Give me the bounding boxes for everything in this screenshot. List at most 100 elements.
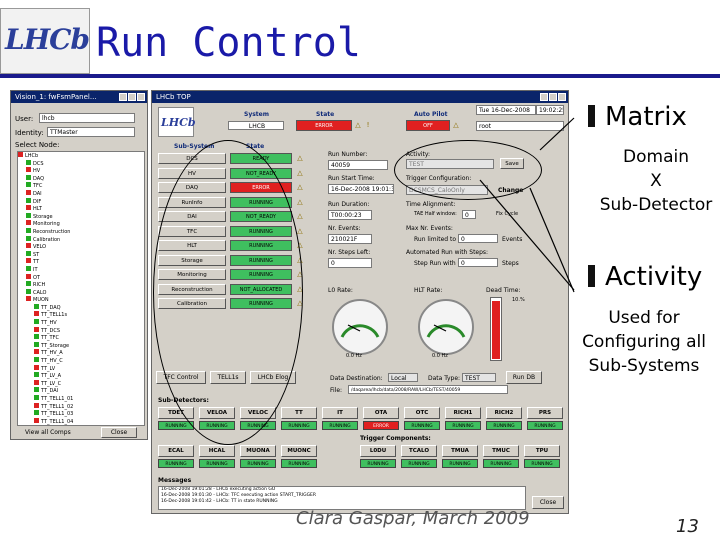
identity-field[interactable]: TTMaster (47, 127, 135, 137)
detector-button[interactable]: MUONC (281, 445, 317, 457)
detector-button[interactable]: MUONA (240, 445, 276, 457)
minimize-icon[interactable] (119, 93, 127, 101)
messages-log[interactable]: 16-Dec-2008 19:01:28 - LHCb executing ac… (158, 486, 526, 510)
run-limited-field[interactable]: 0 (458, 234, 498, 243)
detector-state[interactable]: RUNNING (404, 421, 440, 430)
maximize-icon[interactable] (549, 93, 557, 101)
detector-button[interactable]: TMUC (483, 445, 519, 457)
tree-node[interactable]: TFC (18, 182, 144, 190)
lock-icon[interactable]: △ (297, 226, 303, 235)
tree-node[interactable]: ST (18, 250, 144, 259)
close-icon[interactable] (137, 93, 145, 101)
tree-node[interactable]: DAI (18, 189, 144, 198)
maximize-icon[interactable] (128, 93, 136, 101)
tree-node[interactable]: TT_LV (18, 364, 144, 373)
tree-node[interactable]: DIF (18, 197, 144, 206)
tree-node[interactable]: TT_Storage (18, 341, 144, 350)
tree-node[interactable]: MUON (18, 296, 144, 304)
detector-button[interactable]: ECAL (158, 445, 194, 457)
fix-cycle-label[interactable]: Fix Cycle (496, 211, 519, 217)
tree-node[interactable]: TT_DAQ (18, 303, 144, 312)
tree-node[interactable]: TT_LV_C (18, 379, 144, 388)
tree-node[interactable]: CALO (18, 288, 144, 297)
tree-node[interactable]: HV (18, 167, 144, 175)
run-db-button[interactable]: Run DB (506, 371, 542, 384)
detector-button[interactable]: TMUA (442, 445, 478, 457)
lock-icon[interactable]: △ (453, 121, 459, 129)
step-run-field[interactable]: 0 (458, 258, 498, 267)
lhcb-state[interactable]: ERROR (296, 120, 352, 131)
lock-icon[interactable]: △ (297, 183, 303, 191)
tree-node[interactable]: TT_DAI (18, 387, 144, 395)
run-limited-label[interactable]: Run limited to (414, 236, 457, 243)
lock-icon[interactable]: △ (297, 168, 303, 177)
tree-node[interactable]: TT_HV_A (18, 349, 144, 357)
detector-state[interactable]: RUNNING (486, 421, 522, 430)
tree-node[interactable]: Calibration (18, 235, 144, 244)
detector-state[interactable]: RUNNING (442, 459, 478, 468)
detector-state[interactable]: RUNNING (158, 459, 194, 468)
lock-icon[interactable]: △ (297, 241, 303, 249)
detector-button[interactable]: OTC (404, 407, 440, 419)
detector-button[interactable]: OTA (363, 407, 399, 419)
detector-state[interactable]: RUNNING (281, 421, 317, 430)
tree-node[interactable]: TT_TELL1_03 (18, 410, 144, 418)
detector-state[interactable]: RUNNING (527, 421, 563, 430)
detector-state[interactable]: RUNNING (524, 459, 560, 468)
step-run-label[interactable]: Step Run with (414, 260, 456, 267)
view-all-comps-label[interactable]: View all Comps (25, 429, 71, 436)
detector-state[interactable]: RUNNING (240, 459, 276, 468)
tree-node[interactable]: TT_TELL1s (18, 311, 144, 319)
tree-node[interactable]: DCS (18, 159, 144, 168)
detector-state[interactable]: RUNNING (281, 459, 317, 468)
detector-state[interactable]: RUNNING (483, 459, 519, 468)
lock-icon[interactable]: △ (355, 121, 361, 129)
tree-node[interactable]: VELO (18, 243, 144, 251)
detector-button[interactable]: HCAL (199, 445, 235, 457)
tree-node[interactable]: Storage (18, 212, 144, 221)
detector-button[interactable]: IT (322, 407, 358, 419)
lock-icon[interactable]: △ (297, 197, 303, 206)
tree-node[interactable]: LHCb (18, 152, 144, 160)
tree-node[interactable]: IT (18, 265, 144, 274)
detector-button[interactable]: RICH1 (445, 407, 481, 419)
detector-button[interactable]: TCALO (401, 445, 437, 457)
minimize-icon[interactable] (540, 93, 548, 101)
detector-button[interactable]: RICH2 (486, 407, 522, 419)
tree-node[interactable]: Reconstruction (18, 227, 144, 236)
detector-state[interactable]: RUNNING (360, 459, 396, 468)
detector-state[interactable]: ERROR (363, 421, 399, 430)
tae-label[interactable]: TAE Half window: (414, 211, 457, 217)
tree-node[interactable]: TT_HV_C (18, 357, 144, 365)
detector-state[interactable]: RUNNING (401, 459, 437, 468)
detector-button[interactable]: TPU (524, 445, 560, 457)
auto-pilot-state[interactable]: OFF (406, 120, 450, 131)
user-field[interactable]: lhcb (39, 113, 135, 123)
lock-icon[interactable]: △ (297, 154, 303, 162)
tree-node[interactable]: TT_TFC (18, 334, 144, 342)
detector-state[interactable]: RUNNING (199, 459, 235, 468)
detector-state[interactable]: RUNNING (322, 421, 358, 430)
tree-node[interactable]: TT_TELL1_01 (18, 395, 144, 403)
panel-user-field[interactable]: root (476, 121, 564, 131)
data-type-field[interactable]: TEST (462, 373, 496, 382)
data-destination-field[interactable]: Local (388, 373, 418, 382)
tree-close-button[interactable]: Close (101, 427, 137, 438)
tree-node[interactable]: TT_TELL1_02 (18, 402, 144, 411)
tree-node[interactable]: RICH (18, 281, 144, 289)
tree-node[interactable]: HLT (18, 205, 144, 213)
tree-node[interactable]: TT (18, 258, 144, 266)
panel-close-button[interactable]: Close (532, 496, 564, 509)
tree-node[interactable]: TT_DCS (18, 326, 144, 335)
close-icon[interactable] (558, 93, 566, 101)
tree-node[interactable]: TT_LV_A (18, 372, 144, 380)
detector-button[interactable]: TT (281, 407, 317, 419)
tree-node[interactable]: TT_TELL1_04 (18, 417, 144, 425)
detector-state[interactable]: RUNNING (445, 421, 481, 430)
tree-node[interactable]: OT (18, 273, 144, 282)
tae-field[interactable]: 0 (462, 210, 476, 219)
lock-icon[interactable]: △ (297, 212, 303, 220)
tree-node[interactable]: TT_HV (18, 319, 144, 327)
tree-node[interactable]: Monitoring (18, 220, 144, 228)
